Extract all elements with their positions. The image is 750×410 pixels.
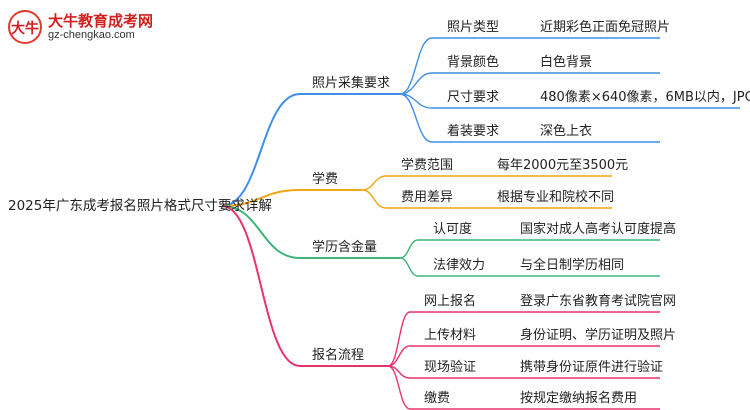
branch-connector-0 [221, 93, 301, 207]
branch-label-0: 照片采集要求 [312, 76, 391, 91]
branch-connector-2 [221, 205, 301, 259]
child-connector-0-3 [399, 93, 433, 143]
child-label-1-1: 费用差异 [401, 190, 454, 205]
child-value-3-2: 携带身份证原件进行验证 [520, 360, 664, 375]
child-label-0-0: 照片类型 [447, 20, 500, 35]
child-connector-3-0 [387, 311, 411, 367]
logo-badge-text: 大牛 [11, 21, 39, 37]
branch-connector-3 [221, 205, 301, 367]
child-label-3-1: 上传材料 [424, 328, 477, 343]
site-logo[interactable]: 大牛 大牛教育成考网 gz-chengkao.com [6, 8, 176, 48]
child-value-1-0: 每年2000元至3500元 [497, 158, 629, 173]
child-value-0-3: 深色上衣 [540, 124, 593, 139]
logo-badge-icon: 大牛 [8, 10, 42, 44]
child-label-0-2: 尺寸要求 [447, 90, 500, 105]
child-label-2-0: 认可度 [433, 222, 473, 237]
branch-label-2: 学历含金量 [312, 240, 378, 255]
mindmap-root-title: 2025年广东成考报名照片格式尺寸要求详解 [8, 198, 272, 214]
logo-site-url: gz-chengkao.com [48, 29, 135, 41]
child-value-0-0: 近期彩色正面免冠照片 [540, 20, 671, 35]
child-value-0-2: 480像素×640像素，6MB以内，JPG格式 [540, 90, 750, 105]
child-connector-2-1 [399, 257, 419, 277]
branch-connector-1 [221, 189, 301, 207]
child-value-0-1: 白色背景 [540, 55, 593, 70]
child-connector-0-0 [399, 37, 433, 95]
child-label-3-2: 现场验证 [424, 360, 477, 375]
branch-label-1: 学费 [312, 172, 339, 187]
child-value-3-1: 身份证明、学历证明及照片 [520, 328, 677, 343]
child-connector-0-1 [399, 72, 433, 95]
child-value-3-3: 按规定缴纳报名费用 [520, 391, 638, 406]
child-label-1-0: 学费范围 [401, 158, 454, 173]
branch-label-3: 报名流程 [312, 348, 365, 363]
child-connector-1-0 [361, 175, 387, 191]
child-connector-3-3 [387, 365, 411, 410]
child-label-0-3: 着装要求 [447, 124, 500, 139]
child-value-1-1: 根据专业和院校不同 [497, 190, 615, 205]
child-value-2-0: 国家对成人高考认可度提高 [520, 222, 677, 237]
child-value-2-1: 与全日制学历相同 [520, 258, 625, 273]
child-connector-1-1 [361, 189, 387, 209]
child-label-3-0: 网上报名 [424, 294, 477, 309]
child-connector-2-0 [399, 239, 419, 259]
child-label-0-1: 背景颜色 [447, 55, 500, 70]
child-label-3-3: 缴费 [424, 391, 451, 406]
child-label-2-1: 法律效力 [433, 258, 486, 273]
child-connector-3-1 [387, 345, 411, 367]
logo-site-name: 大牛教育成考网 [48, 12, 154, 30]
child-value-3-0: 登录广东省教育考试院官网 [520, 294, 677, 309]
